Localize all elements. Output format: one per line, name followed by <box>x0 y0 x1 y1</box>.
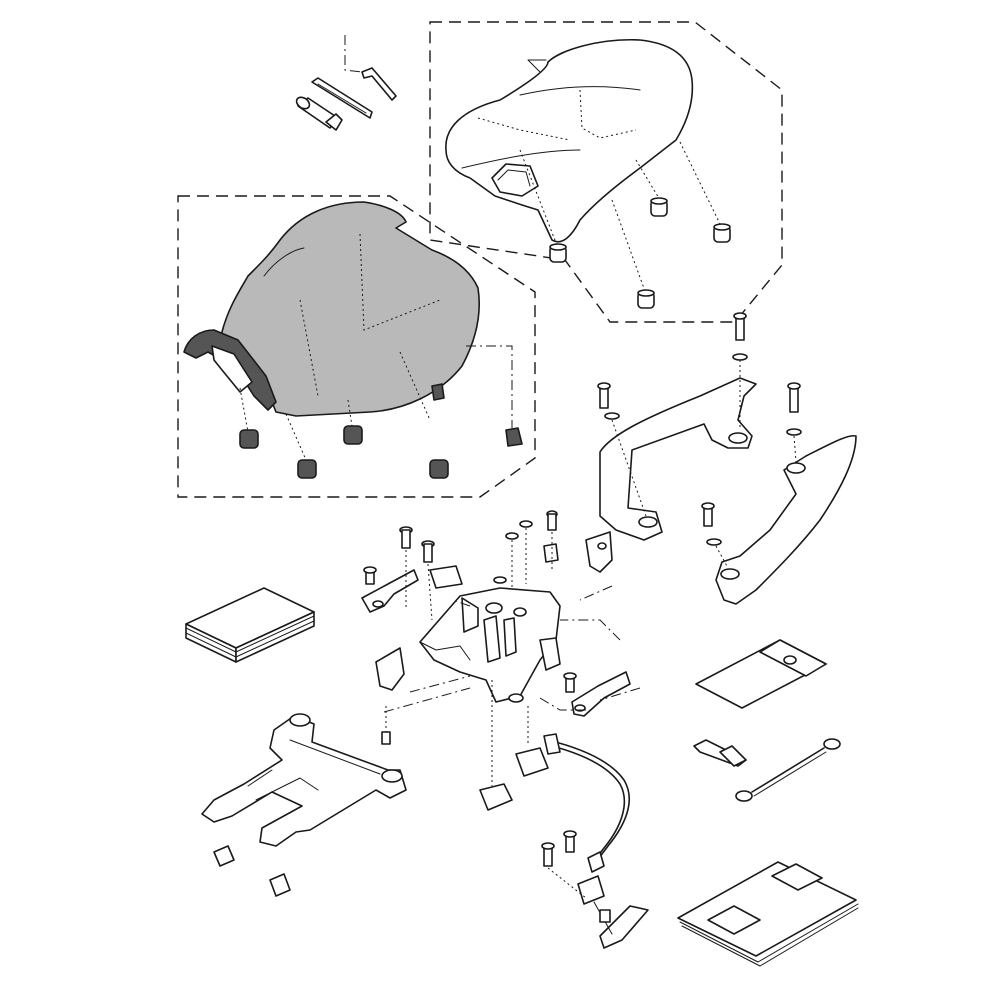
grab-rail-left-bolt-2 <box>597 382 647 517</box>
passenger-seat-damper-2 <box>679 141 731 243</box>
helmet-holder-plate <box>693 739 747 767</box>
owners-manual <box>185 587 315 663</box>
rider-seat-clip-1 <box>431 383 445 401</box>
tool-bag <box>677 861 859 967</box>
passenger-seat-damper-1 <box>635 159 668 217</box>
seat-lock-cable-lever <box>541 830 649 949</box>
rider-seat-damper-1 <box>239 387 259 449</box>
seat-lock-bracket <box>419 587 561 703</box>
helmet-cable <box>735 738 841 802</box>
grab-rail-left <box>599 377 757 541</box>
document-pouch <box>695 639 827 709</box>
rider-seat-damper-4 <box>429 459 449 479</box>
seat-lock-latch <box>479 680 549 811</box>
seat-lock-bracket-left-arm <box>361 566 419 613</box>
passenger-seat <box>445 39 694 243</box>
passenger-seat-damper-3 <box>519 149 567 263</box>
rider-seat <box>183 201 481 421</box>
seat-support-damper-2 <box>269 873 291 897</box>
tool-hex-key <box>361 67 397 101</box>
grab-rail-left-bolt-1 <box>732 312 748 430</box>
grab-rail-right <box>715 434 857 605</box>
grab-rail-right-bolt-1 <box>786 382 802 463</box>
seat-lock-cable <box>543 733 630 873</box>
seat-lock-screws <box>399 510 559 621</box>
passenger-seat-damper-4 <box>611 199 655 309</box>
seat-lock-bracket-right-arm <box>563 671 631 717</box>
rider-seat-damper-2 <box>285 413 317 479</box>
grab-rail-right-bolt-2 <box>701 502 729 569</box>
rider-seat-group-outline <box>177 195 536 498</box>
seat-lock-clip <box>375 647 405 745</box>
seat-lock-hook <box>585 531 613 573</box>
passenger-seat-group-outline <box>429 21 783 323</box>
rider-seat-damper-3 <box>343 399 363 445</box>
seat-support-frame <box>201 713 407 847</box>
rider-seat-clip-2 <box>466 345 523 447</box>
tool-screwdriver <box>311 77 373 119</box>
tool-spanner <box>295 96 343 131</box>
seat-support-damper-1 <box>213 845 235 867</box>
